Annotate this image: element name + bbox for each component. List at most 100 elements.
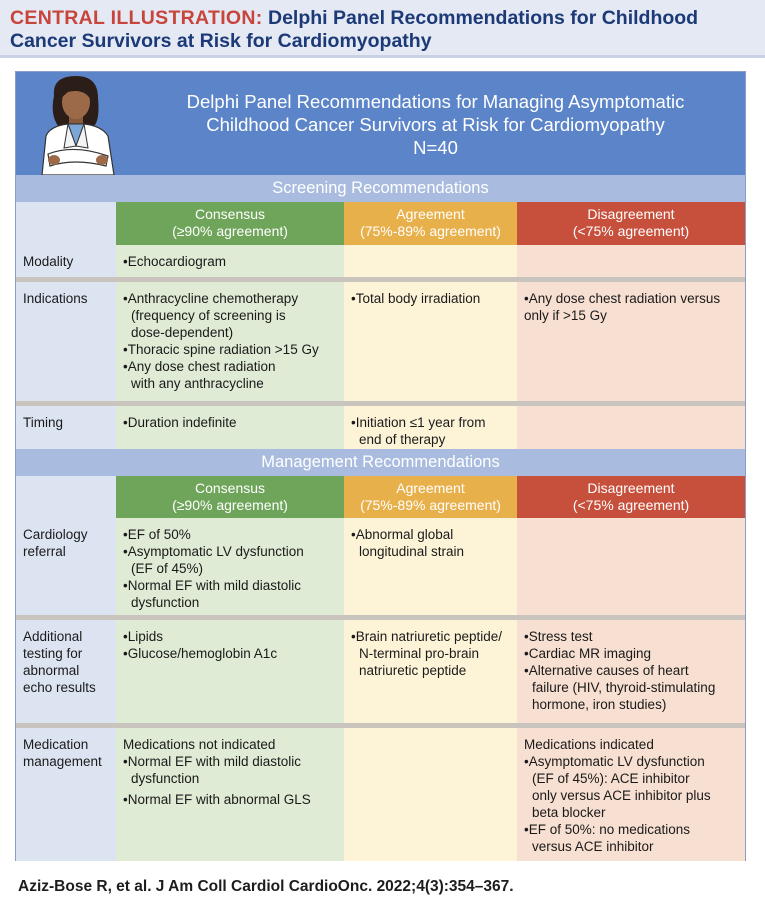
indications-consensus-line: •Anthracycline chemotherapy (123, 291, 299, 306)
medication-consensus-line: dysfunction (131, 771, 200, 786)
agreement-range: (75%-89% agreement) (360, 497, 501, 513)
table-title-line-3: N=40 (413, 137, 458, 158)
timing-consensus-line: •Duration indefinite (123, 415, 237, 430)
row-label-additional-testing: Additional testing for abnormal echo res… (16, 620, 116, 723)
management-label-header-blank (16, 476, 116, 518)
table-title-line-1: Delphi Panel Recommendations for Managin… (186, 91, 685, 112)
medication-disagreement-line: versus ACE inhibitor (532, 839, 654, 854)
screening-section-bar: Screening Recommendations (16, 175, 745, 202)
indications-consensus: •Anthracycline chemotherapy (frequency o… (116, 282, 344, 401)
indications-consensus-line: •Thoracic spine radiation >15 Gy (123, 342, 319, 357)
consensus-label: Consensus (194, 206, 266, 222)
agreement-label: Agreement (396, 480, 465, 496)
timing-agreement-line: end of therapy (359, 432, 446, 447)
modality-disagreement (517, 245, 745, 277)
medication-disagreement-line: (EF of 45%): ACE inhibitor (532, 771, 690, 786)
agreement-label: Agreement (396, 206, 465, 222)
central-illustration-banner: CENTRAL ILLUSTRATION: Delphi Panel Recom… (0, 0, 765, 58)
medication-agreement (344, 728, 517, 861)
referral-agreement: •Abnormal global longitudinal strain (344, 518, 517, 615)
row-label-timing: Timing (16, 406, 116, 449)
indications-disagreement-line: •Any dose chest radiation versus (524, 291, 721, 306)
row-label-cardiology-referral: Cardiology referral (16, 518, 116, 615)
table-header-block: Delphi Panel Recommendations for Managin… (16, 72, 745, 175)
consensus-range: (≥90% agreement) (172, 223, 288, 239)
medication-consensus: Medications not indicated •Normal EF wit… (116, 728, 344, 861)
management-disagreement-header: Disagreement (<75% agreement) (517, 476, 745, 518)
row-divider (16, 615, 745, 620)
disagreement-range: (<75% agreement) (572, 223, 690, 239)
testing-disagreement-line: •Stress test (524, 629, 593, 644)
testing-agreement: •Brain natriuretic peptide/ N-terminal p… (344, 620, 517, 723)
consensus-range: (≥90% agreement) (172, 497, 288, 513)
testing-consensus: •Lipids •Glucose/hemoglobin A1c (116, 620, 344, 723)
testing-agreement-line: natriuretic peptide (359, 663, 467, 678)
testing-disagreement-line: •Alternative causes of heart (524, 663, 689, 678)
indications-consensus-line: (frequency of screening is (131, 308, 286, 323)
medication-label-line: Medication (23, 737, 89, 752)
referral-agreement-line: longitudinal strain (359, 544, 465, 559)
medication-consensus-line: •Normal EF with abnormal GLS (123, 792, 311, 807)
testing-disagreement-line: •Cardiac MR imaging (524, 646, 652, 661)
testing-label-line: echo results (23, 680, 96, 695)
testing-label-line: testing for (23, 646, 83, 661)
recommendations-table: Delphi Panel Recommendations for Managin… (15, 71, 746, 861)
timing-consensus: •Duration indefinite (116, 406, 344, 449)
indications-agreement-line: •Total body irradiation (351, 291, 481, 306)
screening-consensus-header: Consensus (≥90% agreement) (116, 202, 344, 245)
indications-consensus-line: dose-dependent) (131, 325, 234, 340)
testing-consensus-line: •Lipids (123, 629, 163, 644)
row-label-indications: Indications (16, 282, 116, 401)
row-label-medication-management: Medication management (16, 728, 116, 861)
referral-consensus-line: •Normal EF with mild diastolic (123, 578, 302, 593)
row-divider (16, 277, 745, 282)
medication-disagreement-line: •EF of 50%: no medications (524, 822, 691, 837)
management-section-bar: Management Recommendations (16, 449, 745, 476)
testing-consensus-line: •Glucose/hemoglobin A1c (123, 646, 278, 661)
banner-lead: CENTRAL ILLUSTRATION: (10, 7, 263, 29)
referral-label-line: referral (23, 544, 66, 559)
testing-agreement-line: N-terminal pro-brain (359, 646, 480, 661)
testing-disagreement: •Stress test •Cardiac MR imaging •Altern… (517, 620, 745, 723)
medication-disagreement: Medications indicated •Asymptomatic LV d… (517, 728, 745, 861)
indications-consensus-line: •Any dose chest radiation (123, 359, 276, 374)
medication-disagreement-line: only versus ACE inhibitor plus (532, 788, 711, 803)
indications-disagreement-line: only if >15 Gy (524, 308, 607, 323)
row-divider (16, 723, 745, 728)
banner-title: Delphi Panel Recommendations for Childho… (10, 7, 699, 52)
management-consensus-header: Consensus (≥90% agreement) (116, 476, 344, 518)
physician-illustration (41, 76, 115, 175)
testing-disagreement-line: hormone, iron studies) (532, 697, 667, 712)
timing-agreement-line: •Initiation ≤1 year from (351, 415, 486, 430)
referral-disagreement (517, 518, 745, 615)
indications-agreement: •Total body irradiation (344, 282, 517, 401)
consensus-label: Consensus (194, 480, 266, 496)
medication-label-line: management (23, 754, 102, 769)
referral-consensus-line: •EF of 50% (123, 527, 191, 542)
referral-consensus-line: •Asymptomatic LV dysfunction (123, 544, 304, 559)
medication-disagreement-line: beta blocker (532, 805, 606, 820)
modality-agreement (344, 245, 517, 277)
table-title: Delphi Panel Recommendations for Managin… (126, 90, 745, 159)
testing-label-line: abnormal (23, 663, 80, 678)
disagreement-label: Disagreement (587, 206, 675, 222)
timing-disagreement (517, 406, 745, 449)
medication-disagreement-line: •Asymptomatic LV dysfunction (524, 754, 705, 769)
medication-consensus-line: •Normal EF with mild diastolic (123, 754, 302, 769)
testing-agreement-line: •Brain natriuretic peptide/ (351, 629, 503, 644)
referral-label-line: Cardiology (23, 527, 88, 542)
disagreement-label: Disagreement (587, 480, 675, 496)
modality-consensus-item: •Echocardiogram (123, 254, 227, 269)
disagreement-range: (<75% agreement) (572, 497, 690, 513)
indications-consensus-line: with any anthracycline (131, 376, 264, 391)
timing-agreement: •Initiation ≤1 year from end of therapy (344, 406, 517, 449)
referral-agreement-line: •Abnormal global (351, 527, 454, 542)
management-agreement-header: Agreement (75%-89% agreement) (344, 476, 517, 518)
row-label-modality: Modality (16, 245, 116, 277)
screening-agreement-header: Agreement (75%-89% agreement) (344, 202, 517, 245)
medication-consensus-line: Medications not indicated (123, 737, 276, 752)
medication-disagreement-line: Medications indicated (524, 737, 654, 752)
row-divider (16, 401, 745, 406)
indications-disagreement: •Any dose chest radiation versus only if… (517, 282, 745, 401)
screening-disagreement-header: Disagreement (<75% agreement) (517, 202, 745, 245)
